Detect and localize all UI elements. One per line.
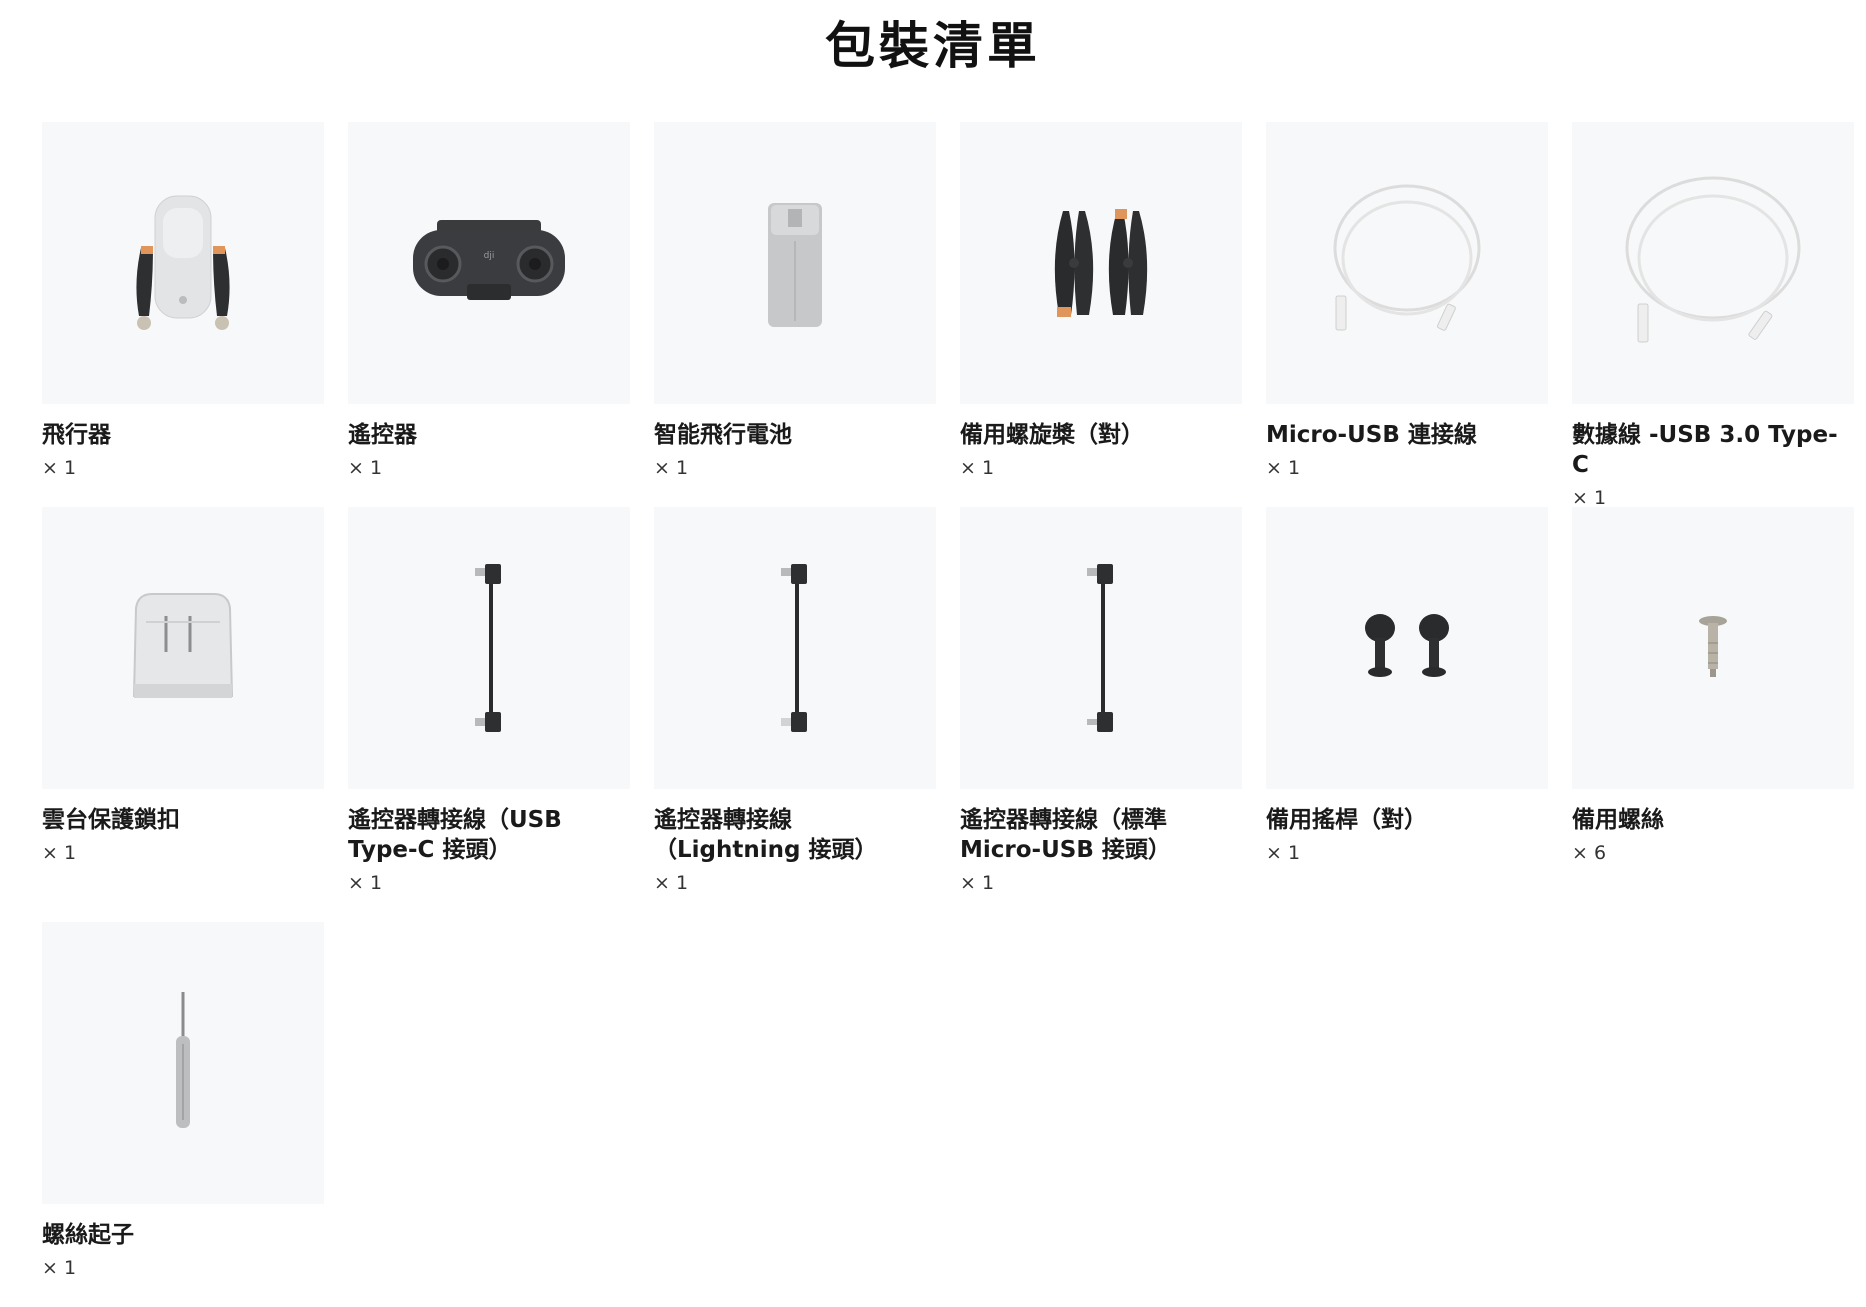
item-name: 遙控器轉接線（USB Type-C 接頭）	[348, 807, 562, 863]
battery-icon	[768, 203, 822, 327]
item-image	[1266, 507, 1548, 789]
item-quantity: × 1	[1266, 842, 1301, 864]
page-title: 包裝清單	[825, 17, 1041, 75]
item-quantity: × 1	[960, 457, 995, 479]
item-quantity: × 1	[42, 842, 77, 864]
item-image	[960, 122, 1242, 404]
rc-cable-usb-c-icon	[475, 564, 501, 732]
item-quantity: × 1	[348, 872, 383, 894]
item-name: 備用搖桿（對）	[1266, 807, 1427, 833]
item-quantity: × 1	[654, 872, 689, 894]
item-name: 數據線 -USB 3.0 Type-C	[1572, 422, 1838, 478]
item-quantity: × 1	[1572, 487, 1607, 509]
rc-cable-lightning-icon	[781, 564, 807, 732]
usb-c-cable-icon	[1625, 176, 1801, 343]
svg-text:dji: dji	[484, 251, 495, 261]
item-image	[348, 507, 630, 789]
package-item-propellers: 備用螺旋槳（對） × 1	[960, 122, 1242, 507]
item-image	[654, 507, 936, 789]
drone-icon	[136, 195, 230, 330]
item-quantity: × 1	[1266, 457, 1301, 479]
item-quantity: × 1	[42, 1257, 77, 1279]
item-quantity: × 1	[348, 457, 383, 479]
item-image: dji	[348, 122, 630, 404]
propellers-icon	[1054, 209, 1148, 317]
screwdriver-icon	[176, 992, 190, 1128]
micro-usb-cable-icon	[1333, 184, 1481, 331]
item-image	[654, 122, 936, 404]
control-sticks-icon	[1365, 614, 1449, 677]
item-image	[42, 922, 324, 1204]
screw-icon	[1699, 616, 1727, 677]
item-image	[1572, 122, 1854, 404]
item-name: Micro-USB 連接線	[1266, 422, 1477, 448]
package-item-micro-usb-cable: Micro-USB 連接線 × 1	[1266, 122, 1548, 507]
item-name: 雲台保護鎖扣	[42, 807, 180, 833]
package-item-remote-controller: dji 遙控器 × 1	[348, 122, 630, 507]
gimbal-protector-icon	[132, 593, 234, 698]
package-item-aircraft: 飛行器 × 1	[42, 122, 324, 507]
item-quantity: × 1	[654, 457, 689, 479]
item-image	[960, 507, 1242, 789]
item-image	[1266, 122, 1548, 404]
item-name: 備用螺旋槳（對）	[960, 422, 1144, 448]
package-item-battery: 智能飛行電池 × 1	[654, 122, 936, 507]
package-item-screws: 備用螺絲 × 6	[1572, 507, 1854, 922]
item-name: 遙控器	[348, 422, 417, 448]
package-item-screwdriver: 螺絲起子 × 1	[42, 922, 324, 1307]
item-quantity: × 1	[42, 457, 77, 479]
item-image	[42, 122, 324, 404]
item-image	[42, 507, 324, 789]
package-item-gimbal-protector: 雲台保護鎖扣 × 1	[42, 507, 324, 922]
remote-controller-icon: dji	[413, 220, 565, 300]
package-item-usb-c-cable: 數據線 -USB 3.0 Type-C × 1	[1572, 122, 1854, 509]
package-item-rc-cable-micro-usb: 遙控器轉接線（標準 Micro-USB 接頭） × 1	[960, 507, 1242, 922]
item-image	[1572, 507, 1854, 789]
item-name: 遙控器轉接線（Lightning 接頭）	[654, 807, 878, 863]
item-name: 智能飛行電池	[654, 422, 792, 448]
package-item-rc-cable-lightning: 遙控器轉接線（Lightning 接頭） × 1	[654, 507, 936, 922]
rc-cable-micro-usb-icon	[1087, 564, 1113, 732]
item-name: 遙控器轉接線（標準 Micro-USB 接頭）	[960, 807, 1171, 863]
item-name: 備用螺絲	[1572, 807, 1664, 833]
item-name: 螺絲起子	[42, 1222, 134, 1248]
item-name: 飛行器	[42, 422, 111, 448]
package-item-control-sticks: 備用搖桿（對） × 1	[1266, 507, 1548, 922]
item-quantity: × 6	[1572, 842, 1607, 864]
package-item-rc-cable-usb-c: 遙控器轉接線（USB Type-C 接頭） × 1	[348, 507, 630, 922]
package-contents-grid: 飛行器 × 1 dji 遙控器 × 1	[42, 122, 1854, 1307]
item-quantity: × 1	[960, 872, 995, 894]
